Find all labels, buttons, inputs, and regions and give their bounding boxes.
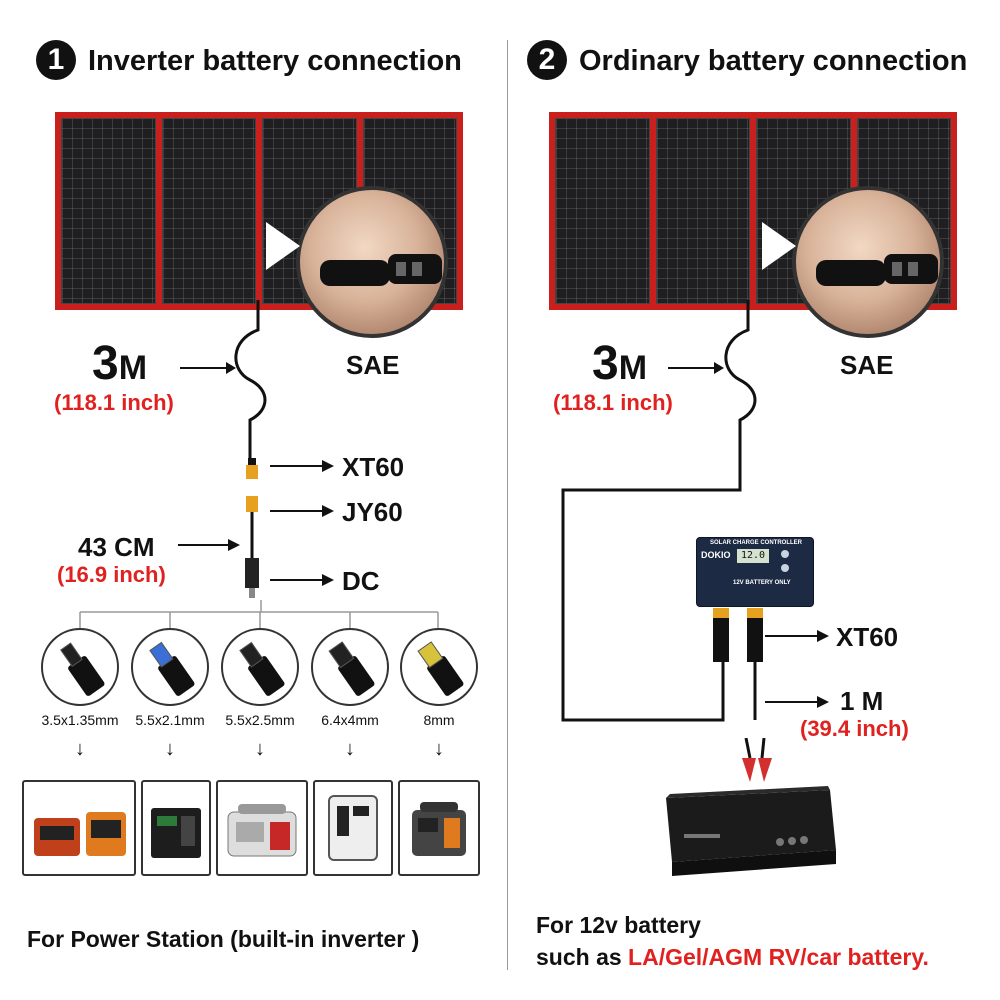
right-sae-zoom-circle [792, 186, 944, 338]
plug-6-4x4-circle [311, 628, 389, 706]
panel-cell [161, 118, 256, 304]
plug-size-label: 5.5x2.5mm [225, 712, 295, 728]
left-cable-length-inches: (118.1 inch) [54, 390, 174, 415]
right-length-arrow [668, 367, 716, 369]
plug-3-5x1-35-circle [41, 628, 119, 706]
plug-branch-lines [79, 600, 439, 628]
controller-button-icon [781, 564, 789, 572]
dc-plug-icon [245, 558, 259, 588]
zoom-pointer [266, 222, 300, 270]
down-arrow-icon: ↓ [165, 738, 175, 760]
step-1-badge: 1 [36, 40, 76, 80]
dc-plug-icon [239, 641, 285, 696]
left-dc-label: DC [342, 566, 380, 596]
right-cable-length: 3M [592, 337, 648, 390]
left-cable-drawing [234, 300, 267, 598]
plug-size-label: 5.5x2.1mm [135, 712, 205, 728]
power-station-icon [412, 802, 466, 856]
down-arrow-icon: ↓ [75, 738, 85, 760]
dc-plug-icon [417, 641, 464, 696]
power-station-icon [34, 812, 126, 856]
power-station-device-1 [22, 780, 136, 876]
left-cable2-length-inches: (16.9 inch) [57, 562, 166, 587]
xt60-plug-icon [747, 608, 763, 662]
right-title: Ordinary battery connection [579, 45, 968, 77]
sae-plug-icon [320, 254, 442, 286]
left-caption: For Power Station (built-in inverter ) [27, 926, 420, 952]
controller-header: SOLAR CHARGE CONTROLLER [710, 540, 802, 546]
xt60-arrow [270, 460, 334, 472]
dc-plug-icon [60, 642, 105, 696]
left-xt60-label: XT60 [342, 452, 405, 482]
power-station-device-4 [313, 780, 393, 876]
battery-cable-length: 1 M [840, 686, 884, 716]
plug-size-label: 6.4x4mm [321, 712, 379, 728]
controller-display: 12.0 [737, 549, 769, 563]
step-2-badge: 2 [527, 40, 567, 80]
dc-plug-icon [328, 641, 375, 696]
down-arrow-icon: ↓ [434, 738, 444, 760]
battery-cable-length-inches: (39.4 inch) [800, 716, 909, 741]
center-divider [507, 40, 508, 970]
power-station-device-5 [398, 780, 480, 876]
battery-icon [666, 786, 836, 876]
left-length-arrowhead [226, 362, 236, 374]
left-title: Inverter battery connection [88, 45, 462, 77]
caption-prefix: such as [536, 944, 629, 970]
xt60-plug-icon [246, 465, 258, 479]
power-station-icon [151, 808, 201, 858]
right-xt60-label: XT60 [836, 622, 899, 652]
left-jy60-label: JY60 [342, 497, 403, 527]
left-sae-zoom-circle [296, 186, 448, 338]
power-station-icon [227, 804, 297, 857]
left-cable-length: 3M [92, 337, 148, 390]
power-station-device-2 [141, 780, 211, 876]
plug-5-5x2-5-circle [221, 628, 299, 706]
xt60-plug-icon [713, 608, 729, 662]
left-sae-label: SAE [346, 350, 400, 380]
battery-cable-arrow [765, 696, 829, 708]
right-length-arrowhead [714, 362, 724, 374]
panel-cell [555, 118, 650, 304]
right-caption-line2: such as LA/Gel/AGM RV/car battery. [536, 944, 929, 971]
panel-cell [61, 118, 156, 304]
jy60-arrow [270, 505, 334, 517]
right-cable-drawing [561, 300, 757, 722]
dc-arrow [270, 574, 334, 586]
plug-size-label: 3.5x1.35mm [41, 712, 119, 728]
power-station-icon [328, 795, 378, 861]
right-cable-length-inches: (118.1 inch) [553, 390, 673, 415]
solar-charge-controller: SOLAR CHARGE CONTROLLER DOKIO 12.0 12V B… [696, 537, 814, 607]
down-arrow-icon: ↓ [345, 738, 355, 760]
left-length-arrow [180, 367, 228, 369]
panel-cell [655, 118, 750, 304]
plug-size-label: 8mm [423, 712, 455, 728]
cable2-arrow [178, 539, 240, 551]
controller-button-icon [781, 550, 789, 558]
down-arrow-icon: ↓ [255, 738, 265, 760]
zoom-pointer [762, 222, 796, 270]
sae-plug-icon [816, 254, 938, 286]
plug-5-5x2-1-circle [131, 628, 209, 706]
right-sae-label: SAE [840, 350, 894, 380]
car-battery [660, 784, 840, 880]
alligator-clips-icon [742, 738, 772, 782]
right-caption-line1: For 12v battery [536, 912, 701, 938]
plug-8mm-circle [400, 628, 478, 706]
power-station-device-3 [216, 780, 308, 876]
dc-plug-icon [149, 641, 195, 696]
jy60-plug-icon [246, 496, 258, 512]
left-cable2-length: 43 CM [78, 532, 155, 562]
controller-battery-note: 12V BATTERY ONLY [733, 580, 791, 586]
caption-highlight: LA/Gel/AGM RV/car battery. [628, 944, 929, 970]
right-xt60-arrow [765, 630, 829, 642]
controller-brand: DOKIO [701, 550, 731, 560]
